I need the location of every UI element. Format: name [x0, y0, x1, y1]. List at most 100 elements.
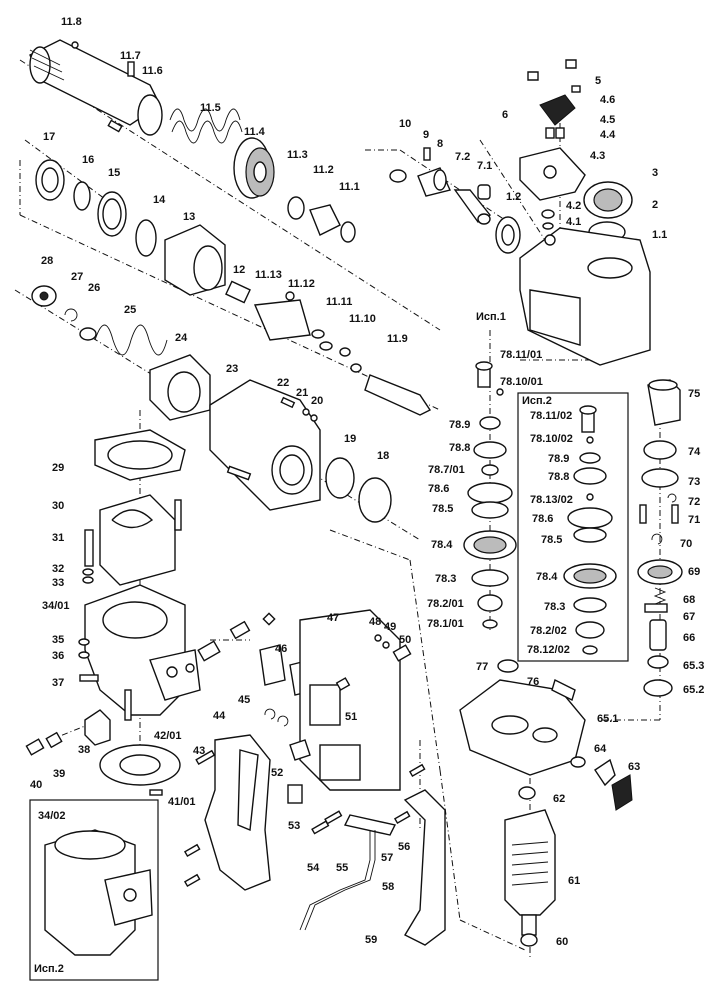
- label-18: 18: [377, 450, 389, 462]
- label-30: 30: [52, 500, 64, 512]
- part-labels: 11.8 11.7 11.6 11.5 11.4 11.3 11.2 11.1 …: [30, 16, 704, 975]
- label-16: 16: [82, 154, 94, 166]
- label-4-4: 4.4: [600, 129, 616, 141]
- variant-2-housing-inset: [29, 799, 159, 981]
- label-51: 51: [345, 711, 357, 723]
- label-9: 9: [423, 129, 429, 141]
- label-78-3: 78.3: [435, 573, 456, 585]
- label-78-11-01: 78.11/01: [500, 349, 542, 361]
- label-27: 27: [71, 271, 83, 283]
- label-11-4: 11.4: [244, 126, 266, 138]
- label-11-3: 11.3: [287, 149, 308, 161]
- label-6: 6: [502, 109, 508, 121]
- label-78-3-b: 78.3: [544, 601, 565, 613]
- label-53: 53: [288, 820, 300, 832]
- label-35: 35: [52, 634, 64, 646]
- label-78-1-01: 78.1/01: [427, 618, 464, 630]
- label-5: 5: [595, 75, 601, 87]
- label-65-2: 65.2: [683, 684, 704, 696]
- label-7-2: 7.2: [455, 151, 470, 163]
- label-13: 13: [183, 211, 195, 223]
- label-38: 38: [78, 744, 90, 756]
- label-4-6: 4.6: [600, 94, 615, 106]
- label-19: 19: [344, 433, 356, 445]
- label-11-13: 11.13: [255, 269, 282, 281]
- label-58: 58: [382, 881, 394, 893]
- label-78-9-b: 78.9: [548, 453, 569, 465]
- label-41-01: 41/01: [168, 796, 196, 808]
- label-4-3: 4.3: [590, 150, 605, 162]
- label-39: 39: [53, 768, 65, 780]
- label-4-1: 4.1: [566, 216, 581, 228]
- label-4-2: 4.2: [566, 200, 581, 212]
- label-34-01: 34/01: [42, 600, 70, 612]
- label-12: 12: [233, 264, 245, 276]
- label-78-12-02: 78.12/02: [527, 644, 570, 656]
- label-11-5: 11.5: [200, 102, 221, 114]
- label-1-1: 1.1: [652, 229, 667, 241]
- label-3: 3: [652, 167, 658, 179]
- label-15: 15: [108, 167, 120, 179]
- label-25: 25: [124, 304, 136, 316]
- label-11-11: 11.11: [326, 296, 352, 308]
- label-55: 55: [336, 862, 348, 874]
- label-43: 43: [193, 745, 205, 757]
- label-11-6: 11.6: [142, 65, 163, 77]
- label-37: 37: [52, 677, 64, 689]
- label-78-10-02: 78.10/02: [530, 433, 573, 445]
- label-28: 28: [41, 255, 53, 267]
- motor-housing-group: [25, 429, 216, 796]
- label-71: 71: [688, 514, 700, 526]
- label-54: 54: [307, 862, 320, 874]
- label-11-7: 11.7: [120, 50, 141, 62]
- label-78-4-b: 78.4: [536, 571, 558, 583]
- label-22: 22: [277, 377, 289, 389]
- label-78-9: 78.9: [449, 419, 470, 431]
- label-63: 63: [628, 761, 640, 773]
- gear-stack-variant-1: [463, 361, 519, 673]
- label-47: 47: [327, 612, 339, 624]
- label-34-02: 34/02: [38, 810, 66, 822]
- label-42-01: 42/01: [154, 730, 182, 742]
- label-61: 61: [568, 875, 580, 887]
- label-78-5: 78.5: [432, 503, 453, 515]
- label-21: 21: [296, 387, 308, 399]
- label-78-13-02: 78.13/02: [530, 494, 573, 506]
- label-78-5-b: 78.5: [541, 534, 562, 546]
- striker-group: [389, 147, 521, 254]
- label-77: 77: [476, 661, 488, 673]
- label-62: 62: [553, 793, 565, 805]
- label-70: 70: [680, 538, 692, 550]
- label-78-7-01: 78.7/01: [428, 464, 465, 476]
- label-65-3: 65.3: [683, 660, 704, 672]
- handle-group: [183, 609, 446, 946]
- label-78-10-01: 78.10/01: [500, 376, 543, 388]
- label-75: 75: [688, 388, 700, 400]
- label-7-1: 7.1: [477, 160, 492, 172]
- label-variant-2-housing: Исп.2: [34, 963, 64, 975]
- label-78-11-02: 78.11/02: [530, 410, 572, 422]
- label-11-2: 11.2: [313, 164, 334, 176]
- label-variant-1: Исп.1: [476, 311, 506, 323]
- label-29: 29: [52, 462, 64, 474]
- label-11-12: 11.12: [288, 278, 315, 290]
- label-78-8-b: 78.8: [548, 471, 569, 483]
- label-78-2-02: 78.2/02: [530, 625, 567, 637]
- label-11-9: 11.9: [387, 333, 408, 345]
- label-8: 8: [437, 138, 443, 150]
- label-66: 66: [683, 632, 695, 644]
- label-2: 2: [652, 199, 658, 211]
- label-68: 68: [683, 594, 695, 606]
- label-31: 31: [52, 532, 64, 544]
- label-48: 48: [369, 616, 381, 628]
- label-76: 76: [527, 676, 539, 688]
- label-26: 26: [88, 282, 100, 294]
- shaft-group: [637, 379, 683, 697]
- label-40: 40: [30, 779, 42, 791]
- label-10: 10: [399, 118, 411, 130]
- label-45: 45: [238, 694, 250, 706]
- label-4-5: 4.5: [600, 114, 615, 126]
- label-24: 24: [175, 332, 188, 344]
